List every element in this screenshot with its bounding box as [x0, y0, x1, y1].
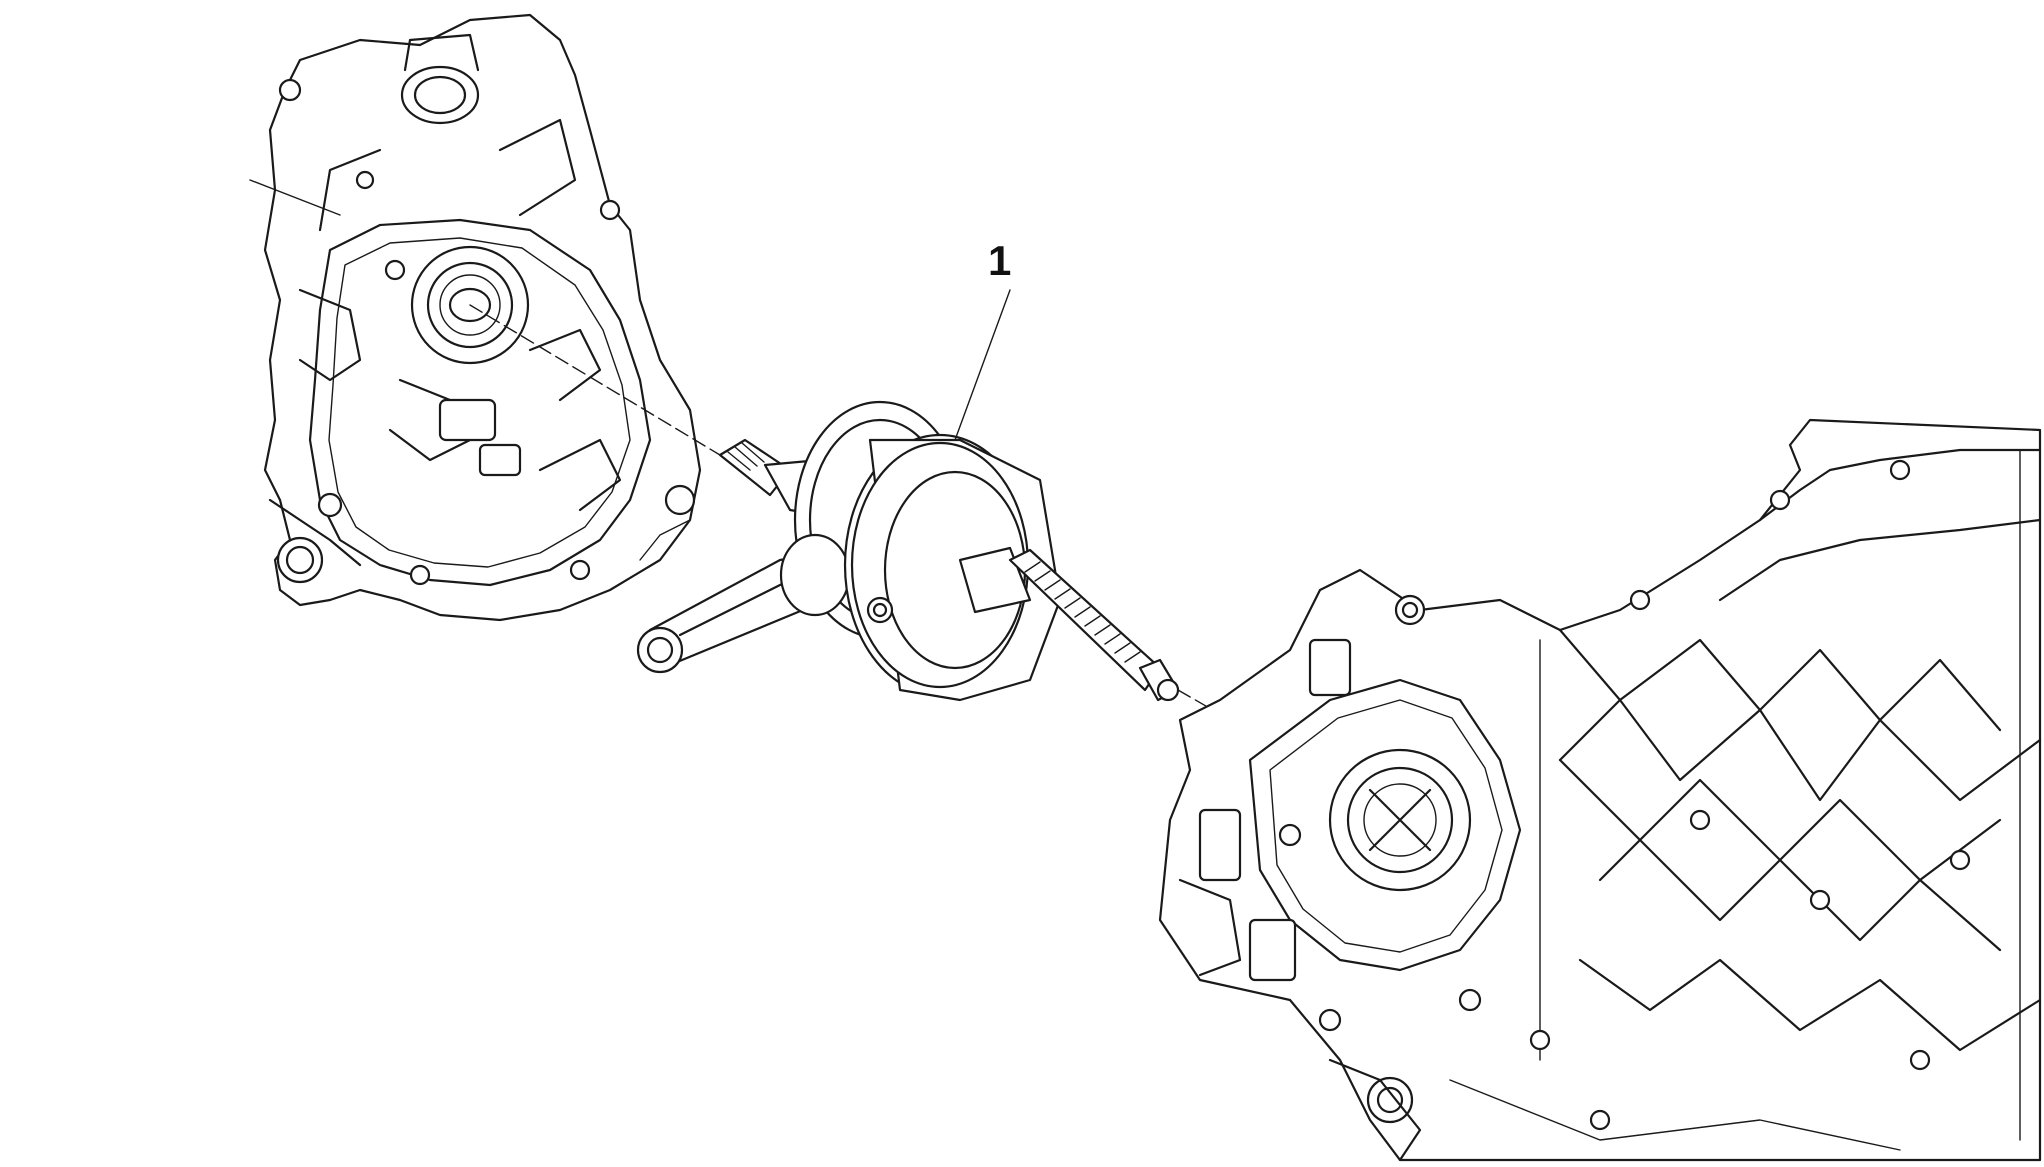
- left-crankcase-half: [249, 13, 702, 622]
- crankshaft-assembly: [636, 400, 1180, 702]
- callout-leader-line: [954, 289, 1011, 441]
- callout-label-1: 1: [988, 237, 1012, 284]
- right-crankcase-half: [1158, 418, 2042, 1162]
